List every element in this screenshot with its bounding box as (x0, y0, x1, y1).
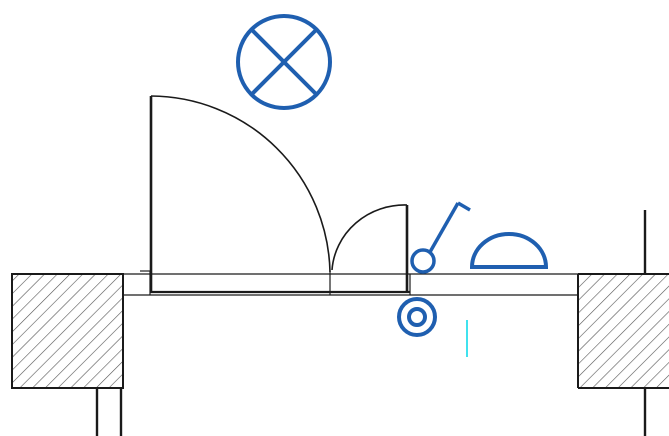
door-opening-threshold (123, 270, 578, 296)
switch-icon (410, 201, 471, 274)
secondary-door-leaf (331, 204, 409, 292)
right-wall-column (577, 273, 669, 389)
main-door-leaf (149, 95, 331, 292)
half-circle-icon (469, 232, 549, 269)
left-wall-column (11, 273, 124, 389)
double-circle-icon (397, 297, 437, 337)
bottom-wall-stubs-left (95, 388, 123, 436)
circle-cross-icon (236, 14, 332, 110)
